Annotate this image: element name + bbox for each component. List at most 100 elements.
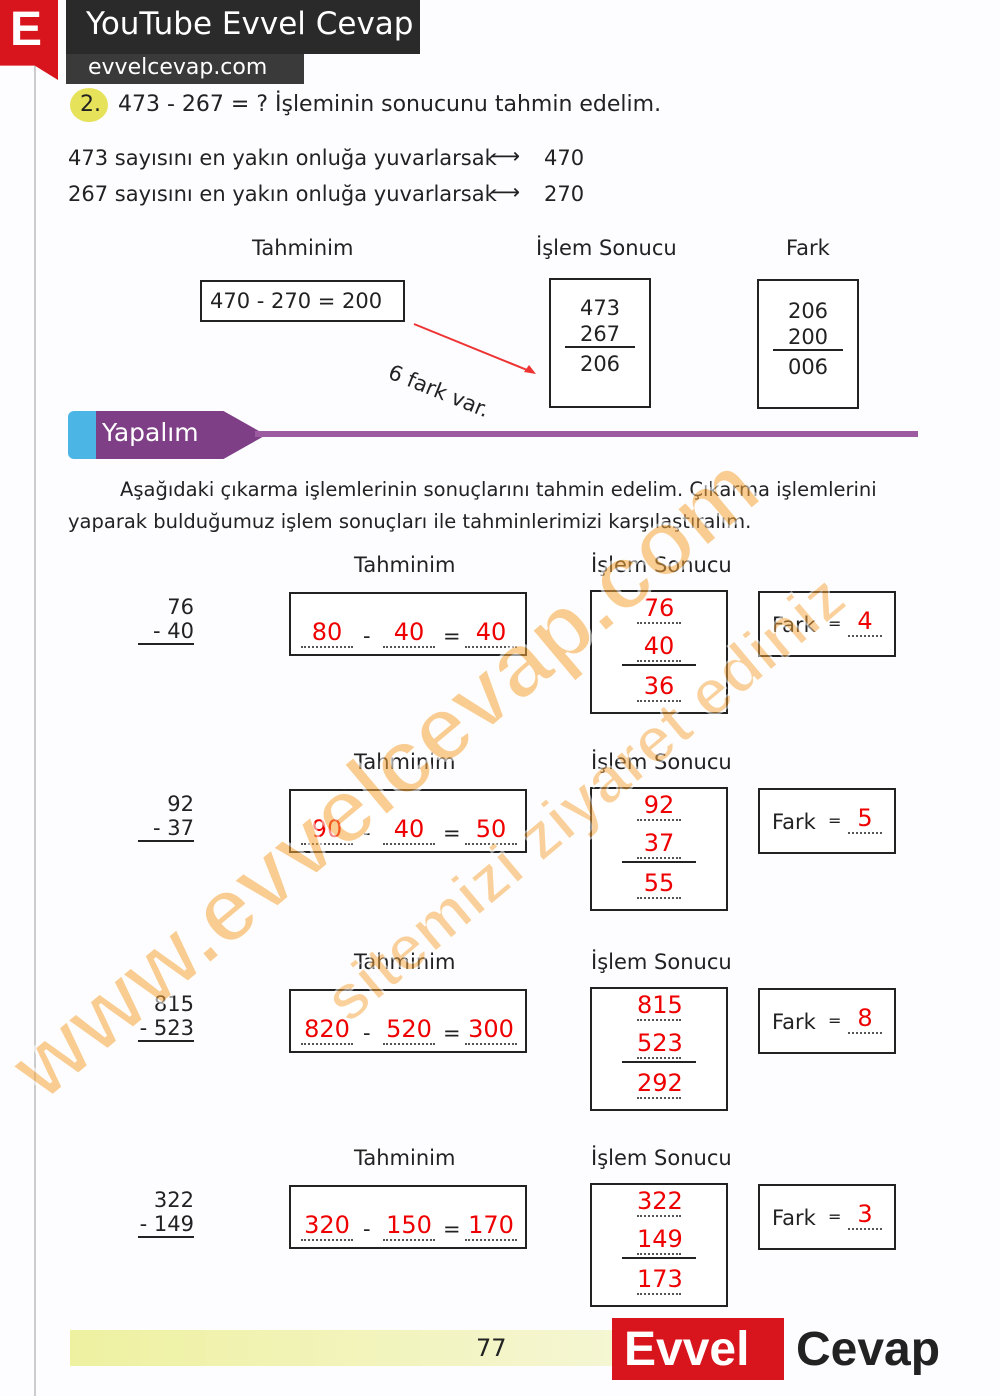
estimate-b-input[interactable]: 150 [383,1211,435,1241]
result-minuend-input[interactable]: 322 [637,1187,683,1217]
result-box: 76 40 36 [590,590,728,714]
problem: 92 - 37 [138,792,194,842]
minus-sign: - [153,619,161,643]
problem-subtrahend: - 523 [138,1016,194,1042]
arrow-icon: ⟶ [490,180,521,204]
estimate-b-input[interactable]: 40 [383,815,435,845]
equals-sign: = [443,1217,461,1241]
youtube-text: YouTube Evvel Cevap [86,6,414,42]
equals-sign: = [443,624,461,648]
page-number: 77 [476,1334,507,1362]
estimate-a-input[interactable]: 320 [301,1211,353,1241]
fark-minuend: 206 [787,299,829,323]
site-banner[interactable]: evvelcevap.com [66,54,304,84]
result-heading: İşlem Sonucu [591,750,732,774]
problem-minuend: 76 [167,595,194,619]
minus-sign: - [139,1212,148,1236]
fark-label: Fark [772,1010,816,1034]
subtrahend-value: 40 [167,619,194,643]
rounding-result-1: 470 [544,146,585,170]
question-number-badge [70,88,108,122]
estimate-result-input[interactable]: 50 [465,815,517,845]
example-estimate-box: 470 - 270 = 200 [200,280,405,322]
problem-minuend: 815 [153,992,194,1016]
equals-sign: = [828,1207,842,1226]
minus-sign: - [153,816,161,840]
example-result-box: 473 267 206 [549,278,651,408]
estimate-result-input[interactable]: 300 [465,1015,517,1045]
estimate-heading: Tahminim [354,750,456,774]
equals-sign: = [828,811,842,830]
result-heading: İşlem Sonucu [591,553,732,577]
minuend: 473 [579,296,621,320]
estimate-box: 80 - 40 = 40 [289,592,527,656]
fark-label: Fark [772,613,816,637]
question-number: 2. [80,92,101,117]
fark-box: Fark = 8 [758,988,896,1054]
result-subtrahend-input[interactable]: 40 [637,632,681,662]
result-difference-input[interactable]: 173 [637,1265,683,1295]
result-minuend-input[interactable]: 76 [637,594,681,624]
result-difference-input[interactable]: 55 [637,869,681,899]
fark-input[interactable]: 3 [848,1200,882,1230]
example-fark-box: 206 200 006 [757,279,859,409]
result-difference-input[interactable]: 292 [637,1069,683,1099]
section-title: Yapalım [102,418,199,447]
margin-line [34,0,36,1396]
estimate-heading: Tahminim [354,1146,456,1170]
fark-label: Fark [772,1206,816,1230]
fark-subtrahend: 200 [773,325,843,351]
fark-label: Fark [772,810,816,834]
result-heading: İşlem Sonucu [591,950,732,974]
result-subtrahend-input[interactable]: 149 [637,1225,683,1255]
result-difference-input[interactable]: 36 [637,672,681,702]
result-subtrahend-input[interactable]: 37 [637,829,681,859]
estimate-result-input[interactable]: 170 [465,1211,517,1241]
subtrahend-value: 149 [153,1212,194,1236]
estimate-box: 90 - 40 = 50 [289,789,527,853]
estimate-b-input[interactable]: 520 [383,1015,435,1045]
problem-minuend: 92 [167,792,194,816]
problem: 322 - 149 [138,1188,194,1238]
estimate-b-input[interactable]: 40 [383,618,435,648]
estimate-heading: Tahminim [354,950,456,974]
fark-heading: Fark [786,236,830,260]
fark-input[interactable]: 8 [848,1004,882,1034]
instructions: Aşağıdaki çıkarma işlemlerinin sonuçları… [68,478,877,533]
estimate-result-input[interactable]: 40 [465,618,517,648]
evvel-cevap-logo[interactable]: Evvel Cevap [612,1318,972,1390]
equals-sign: = [828,614,842,633]
arrow-icon: ⟶ [490,144,521,168]
minus-sign: - [363,1217,371,1241]
equals-sign: = [443,1021,461,1045]
problem-subtrahend: - 40 [138,619,194,645]
result-heading: İşlem Sonucu [536,236,677,260]
fark-input[interactable]: 5 [848,804,882,834]
estimate-a-input[interactable]: 820 [301,1015,353,1045]
logo-evvel: Evvel [624,1323,750,1376]
problem-subtrahend: - 37 [138,816,194,842]
minus-sign: - [363,821,371,845]
result-subtrahend-input[interactable]: 523 [637,1029,683,1059]
estimate-box: 320 - 150 = 170 [289,1185,527,1249]
result-heading: İşlem Sonucu [591,1146,732,1170]
result-box: 92 37 55 [590,787,728,911]
fark-difference: 006 [787,355,829,379]
estimate-a-input[interactable]: 80 [301,618,353,648]
divider [255,431,918,437]
rounding-line-1: 473 sayısını en yakın onluğa yuvarlarsak [68,146,497,170]
minus-sign: - [363,1021,371,1045]
subtrahend-value: 523 [153,1016,194,1040]
fark-box: Fark = 5 [758,788,896,854]
rounding-line-2: 267 sayısını en yakın onluğa yuvarlarsak [68,182,497,206]
result-minuend-input[interactable]: 92 [637,791,681,821]
estimate-heading: Tahminim [354,553,456,577]
fark-box: Fark = 3 [758,1184,896,1250]
estimate-a-input[interactable]: 90 [301,815,353,845]
example-estimate: 470 - 270 = 200 [210,289,383,313]
result-minuend-input[interactable]: 815 [637,991,683,1021]
fark-input[interactable]: 4 [848,607,882,637]
estimate-box: 820 - 520 = 300 [289,989,527,1053]
red-arrow-icon [413,323,536,374]
site-link[interactable]: evvelcevap.com [88,55,268,80]
